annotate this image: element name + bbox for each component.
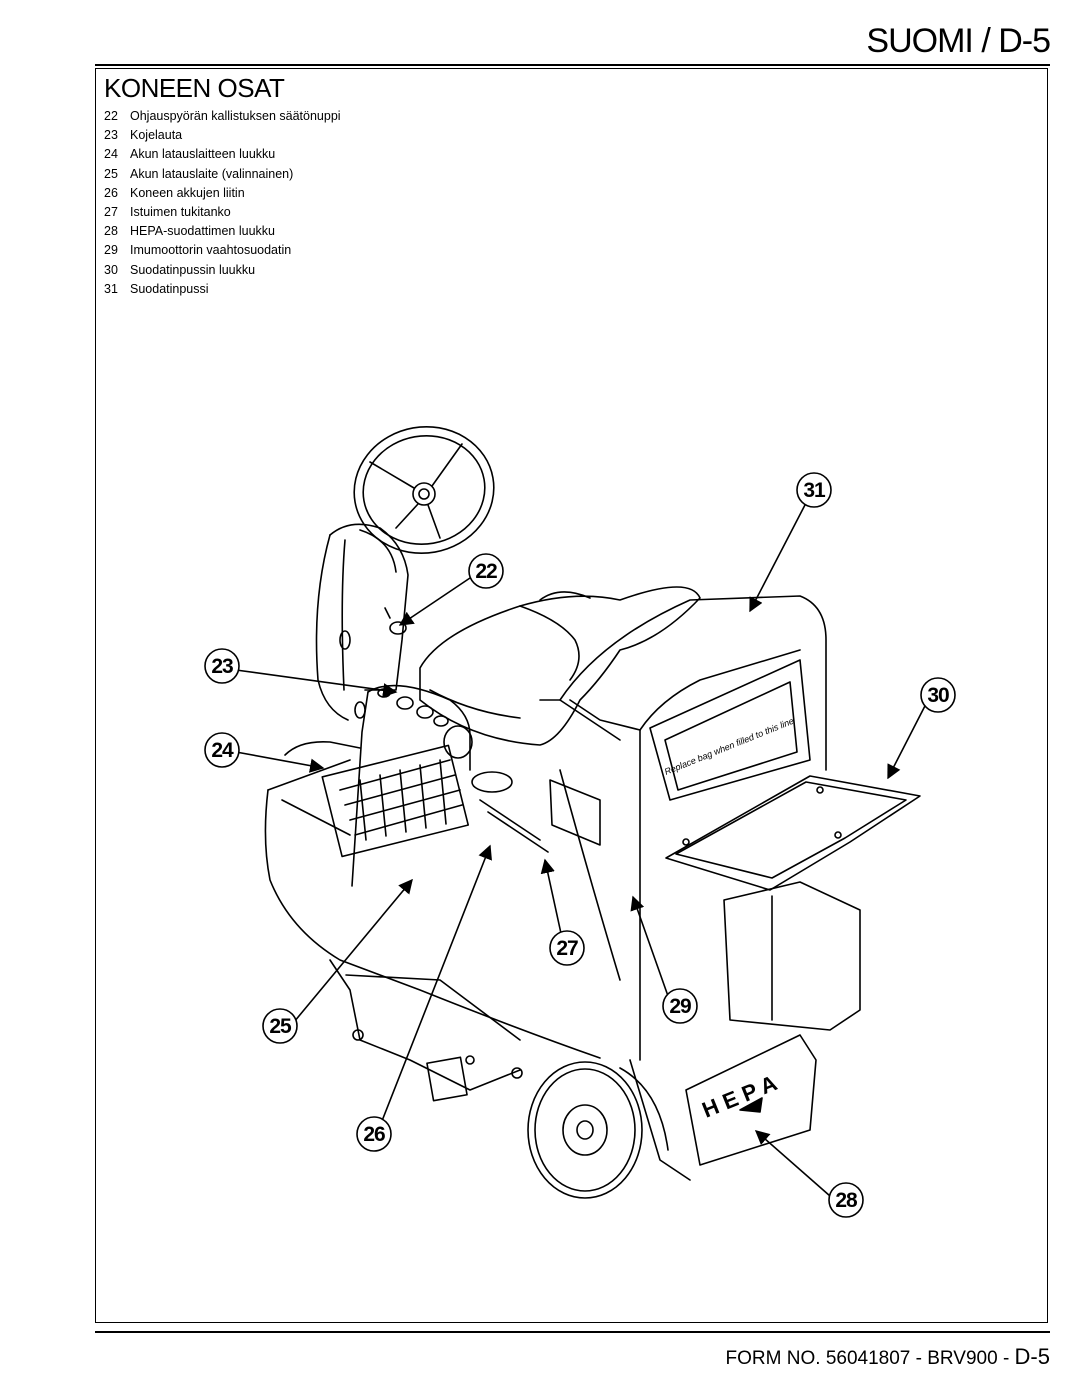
part-number: 25 <box>104 166 118 181</box>
callout-25: 25 <box>262 1008 298 1044</box>
parts-list: 22 Ohjauspyörän kallistuksen säätönuppi 2… <box>104 107 341 299</box>
header-rule <box>95 64 1050 66</box>
list-item: 28 HEPA-suodattimen luukku <box>104 222 341 241</box>
part-label: Koneen akkujen liitin <box>130 185 245 200</box>
list-item: 26 Koneen akkujen liitin <box>104 184 341 203</box>
callout-28: 28 <box>828 1182 864 1218</box>
part-label: Akun latauslaitteen luukku <box>130 147 276 162</box>
callout-22: 22 <box>468 553 504 589</box>
part-number: 26 <box>104 185 118 200</box>
svg-text:24: 24 <box>211 739 234 762</box>
callout-23: 23 <box>204 648 240 684</box>
list-item: 25 Akun latauslaite (valinnainen) <box>104 165 341 184</box>
svg-text:25: 25 <box>269 1015 292 1038</box>
list-item: 22 Ohjauspyörän kallistuksen säätönuppi <box>104 107 341 126</box>
part-number: 31 <box>104 281 118 296</box>
leader-lines <box>235 502 929 1197</box>
list-item: 29 Imumoottorin vaahtosuodatin <box>104 241 341 260</box>
part-number: 29 <box>104 243 118 258</box>
svg-text:28: 28 <box>835 1189 858 1212</box>
callout-24: 24 <box>204 732 240 768</box>
svg-text:30: 30 <box>927 684 949 707</box>
svg-text:22: 22 <box>475 560 497 583</box>
svg-text:31: 31 <box>803 479 826 502</box>
callout-31: 31 <box>796 472 832 508</box>
part-label: HEPA-suodattimen luukku <box>130 224 275 239</box>
part-label: Imumoottorin vaahtosuodatin <box>130 243 292 258</box>
footer-rule <box>95 1331 1050 1333</box>
part-label: Akun latauslaite (valinnainen) <box>130 166 294 181</box>
part-number: 30 <box>104 262 118 277</box>
part-number: 22 <box>104 109 118 123</box>
footer-form-number: FORM NO. 56041807 - BRV900 - D-5 <box>726 1344 1050 1370</box>
list-item: 30 Suodatinpussin luukku <box>104 261 341 280</box>
list-item: 24 Akun latauslaitteen luukku <box>104 145 341 164</box>
footer-page-number: D-5 <box>1014 1344 1050 1369</box>
part-number: 24 <box>104 147 118 162</box>
callout-27: 27 <box>549 930 585 966</box>
part-number: 23 <box>104 128 118 143</box>
callout-26: 26 <box>356 1116 392 1152</box>
part-label: Ohjauspyörän kallistuksen säätönuppi <box>130 109 341 123</box>
part-number: 28 <box>104 224 118 239</box>
callout-30: 30 <box>920 677 956 713</box>
section-title: KONEEN OSAT <box>104 73 285 103</box>
part-label: Suodatinpussi <box>130 281 209 296</box>
svg-text:26: 26 <box>363 1123 385 1146</box>
list-item: 27 Istuimen tukitanko <box>104 203 341 222</box>
svg-text:29: 29 <box>669 995 691 1018</box>
svg-text:27: 27 <box>556 937 578 960</box>
list-item: 23 Kojelauta <box>104 126 341 145</box>
door-instruction-text: Replace bag when filled to this line <box>663 716 795 777</box>
part-label: Istuimen tukitanko <box>130 205 231 220</box>
footer-form-text: FORM NO. 56041807 - BRV900 - <box>725 1348 1015 1369</box>
callouts: 22 23 24 25 26 27 28 29 <box>204 472 956 1218</box>
page-header-title: SUOMI / D-5 <box>866 22 1051 60</box>
machine-drawing: Replace bag when filled to this line H E… <box>264 425 921 1199</box>
part-number: 27 <box>104 205 118 220</box>
callout-29: 29 <box>662 988 698 1024</box>
wheel-icon <box>527 1061 643 1199</box>
content-frame: KONEEN OSAT 22 Ohjauspyörän kallistuksen … <box>95 68 1048 1323</box>
part-label: Suodatinpussin luukku <box>130 262 256 277</box>
svg-text:23: 23 <box>211 655 233 678</box>
steering-wheel-icon <box>353 425 495 555</box>
part-label: Kojelauta <box>130 128 183 143</box>
list-item: 31 Suodatinpussi <box>104 280 341 299</box>
